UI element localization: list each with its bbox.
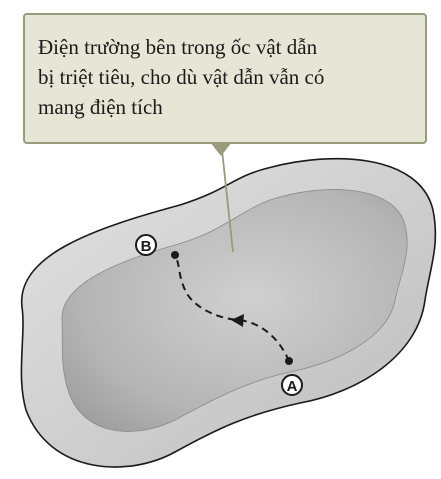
callout-line-3: mang điện tích <box>38 95 163 119</box>
callout-text: Điện trường bên trong ốc vật dẫn bị triệ… <box>38 32 418 122</box>
callout-pointer-line <box>221 149 234 253</box>
path-direction-arrow <box>231 314 244 327</box>
point-b-marker <box>135 234 157 256</box>
callout-pointer-tip <box>210 142 232 156</box>
point-b-label: B <box>141 238 152 255</box>
point-a-dot <box>285 357 293 365</box>
callout-box <box>23 13 427 144</box>
conductor-inner-region <box>61 189 408 432</box>
point-a-label: A <box>287 378 298 395</box>
path-a-to-b <box>174 254 290 362</box>
callout-line-2: bị triệt tiêu, cho dù vật dẫn vẫn có <box>38 65 325 89</box>
callout-line-1: Điện trường bên trong ốc vật dẫn <box>38 35 318 59</box>
point-a-marker <box>281 374 303 396</box>
point-b-dot <box>171 251 179 259</box>
